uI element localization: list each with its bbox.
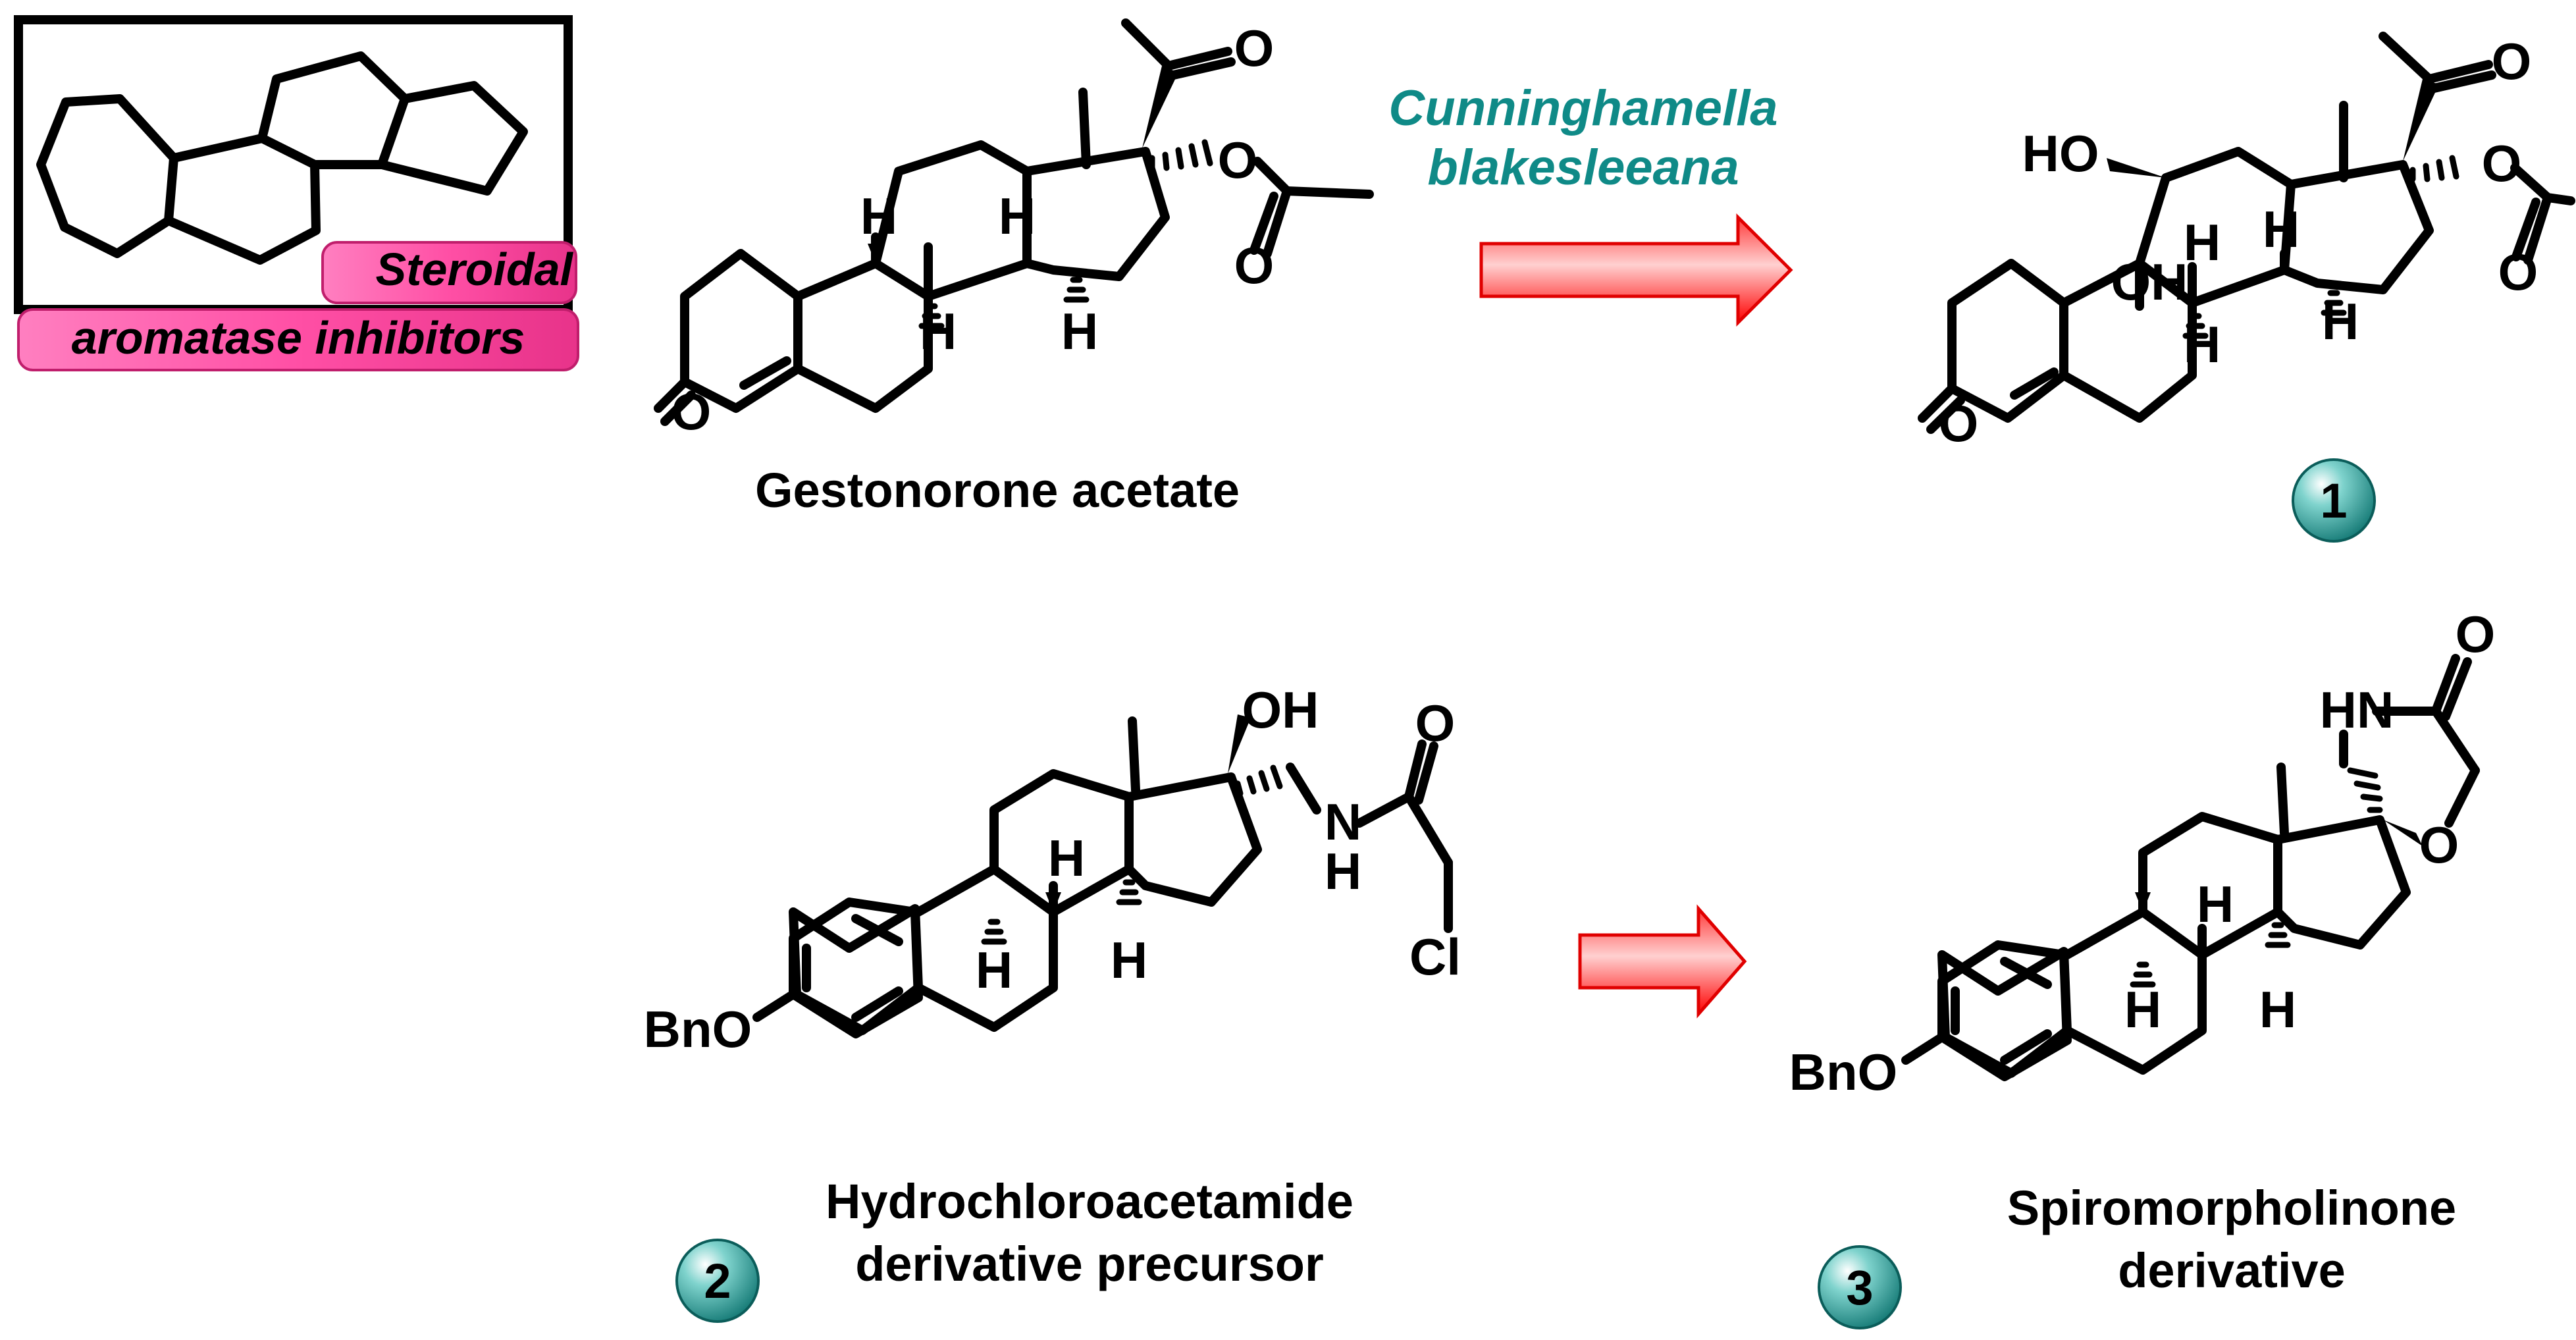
reagent-line-1: Cunninghamella bbox=[1388, 80, 1777, 136]
name-compound-3-line1: Spiromorpholinone bbox=[2007, 1181, 2456, 1235]
molecule-spiromorpholinone: HN O O BnO H H H Spiromorpholinone deriv… bbox=[1789, 605, 2496, 1329]
tag-text-aromatase: aromatase inhibitors bbox=[72, 312, 525, 363]
atom-o-ester: O bbox=[1218, 131, 1258, 189]
atom-h-p1-8: H bbox=[2184, 213, 2221, 271]
atom-h-amide: H bbox=[1325, 842, 1361, 900]
hash-h-p1-14 bbox=[2321, 290, 2347, 316]
badge-number-2: 2 bbox=[704, 1254, 731, 1308]
atom-o-acetyl: O bbox=[1234, 19, 1275, 77]
name-gestonorone-acetate: Gestonorone acetate bbox=[755, 463, 1240, 518]
molecule-gestonorone-acetate: O O O O H H H H Gestonorone acetate bbox=[654, 18, 1374, 518]
atom-h-3-9: H bbox=[2124, 980, 2161, 1038]
arrow-shape-1 bbox=[1479, 213, 1793, 327]
atom-o-ring: O bbox=[2419, 816, 2459, 874]
atom-bno-3: BnO bbox=[1789, 1043, 1898, 1101]
hash-h-3-9 bbox=[2130, 961, 2156, 988]
atom-h-3-8: H bbox=[2197, 875, 2234, 933]
atom-o-amide: O bbox=[1415, 694, 1456, 752]
atom-o-lactam: O bbox=[2456, 605, 2496, 663]
hash-h-14 bbox=[1063, 277, 1090, 303]
atom-cl: Cl bbox=[1409, 928, 1461, 986]
hash-h-2-14 bbox=[1116, 879, 1142, 905]
hash-h-9 bbox=[918, 303, 945, 329]
molecule-hydrochloroacetamide-precursor: OH N H O Cl BnO H H H Hydrochloroacetami… bbox=[644, 681, 1461, 1323]
atom-n-amide: N bbox=[1325, 793, 1361, 851]
atom-o-p1-carbonyl: O bbox=[2498, 243, 2538, 301]
name-compound-3-line2: derivative bbox=[2118, 1243, 2346, 1298]
tag-steroidal: Steroidal bbox=[321, 241, 577, 304]
atom-h-2-14: H bbox=[1111, 931, 1147, 989]
badge-number-3: 3 bbox=[1846, 1260, 1873, 1315]
badge-compound-2: 2 bbox=[675, 1239, 760, 1323]
atom-h-3-14: H bbox=[2259, 980, 2296, 1038]
atom-h-p1-14: H bbox=[2322, 292, 2359, 350]
atom-h-p1-9: H bbox=[2184, 315, 2221, 373]
atom-h-14: H bbox=[1061, 302, 1098, 360]
atom-ho-11: HO bbox=[2022, 124, 2099, 182]
name-compound-2-line2: derivative precursor bbox=[855, 1237, 1324, 1291]
atom-o-p1-acetyl: O bbox=[2492, 32, 2532, 90]
atom-h-2-9: H bbox=[976, 941, 1012, 999]
atom-h-14top: H bbox=[999, 187, 1036, 245]
badge-compound-3: 3 bbox=[1818, 1245, 1902, 1329]
reaction-arrow-2 bbox=[1578, 904, 1747, 1019]
atom-hn: HN bbox=[2320, 681, 2394, 739]
atom-h-2-8: H bbox=[1048, 829, 1085, 887]
atom-o-p1-ketone: O bbox=[1939, 394, 1979, 452]
badge-compound-1: 1 bbox=[2292, 458, 2376, 543]
hash-bond-c17-o bbox=[1149, 139, 1213, 171]
badge-number-1: 1 bbox=[2320, 473, 2347, 528]
tag-aromatase-inhibitors: aromatase inhibitors bbox=[17, 308, 579, 371]
hash-bond-c17-ch2 bbox=[1234, 764, 1283, 797]
hash-h-3-14 bbox=[2265, 922, 2291, 948]
atom-o-ketone: O bbox=[671, 383, 712, 441]
atom-oh-9: OH bbox=[2111, 253, 2188, 311]
tag-text-steroidal: Steroidal bbox=[375, 244, 573, 295]
atom-o-p1-ester: O bbox=[2482, 134, 2522, 192]
steroid-skeleton-drawing bbox=[36, 51, 528, 265]
arrow-shape-2 bbox=[1578, 904, 1747, 1019]
name-compound-2-line1: Hydrochloroacetamide bbox=[826, 1174, 1354, 1229]
atom-bno-2: BnO bbox=[644, 1000, 752, 1058]
atom-o-carbonyl: O bbox=[1234, 236, 1275, 294]
atom-h-9: H bbox=[920, 302, 957, 360]
atom-oh-17: OH bbox=[1242, 681, 1319, 739]
molecule-product-1: HO OH O O O O H H H H 1 bbox=[1918, 32, 2575, 543]
hash-h-p1-9 bbox=[2182, 313, 2209, 339]
hash-h-2-9 bbox=[981, 919, 1007, 945]
atom-h-p1-14top: H bbox=[2263, 200, 2300, 258]
steroid-skeleton-legend: Steroidal aromatase inhibitors bbox=[14, 15, 579, 371]
hash-bond-p1-c17-o bbox=[2409, 155, 2459, 182]
reagent-line-2: blakesleeana bbox=[1427, 140, 1739, 196]
reaction-arrow-1: Cunninghamella blakesleeana bbox=[1388, 80, 1793, 327]
hash-bond-3-c17-ch2 bbox=[2347, 767, 2383, 813]
atom-h-8: H bbox=[860, 187, 897, 245]
